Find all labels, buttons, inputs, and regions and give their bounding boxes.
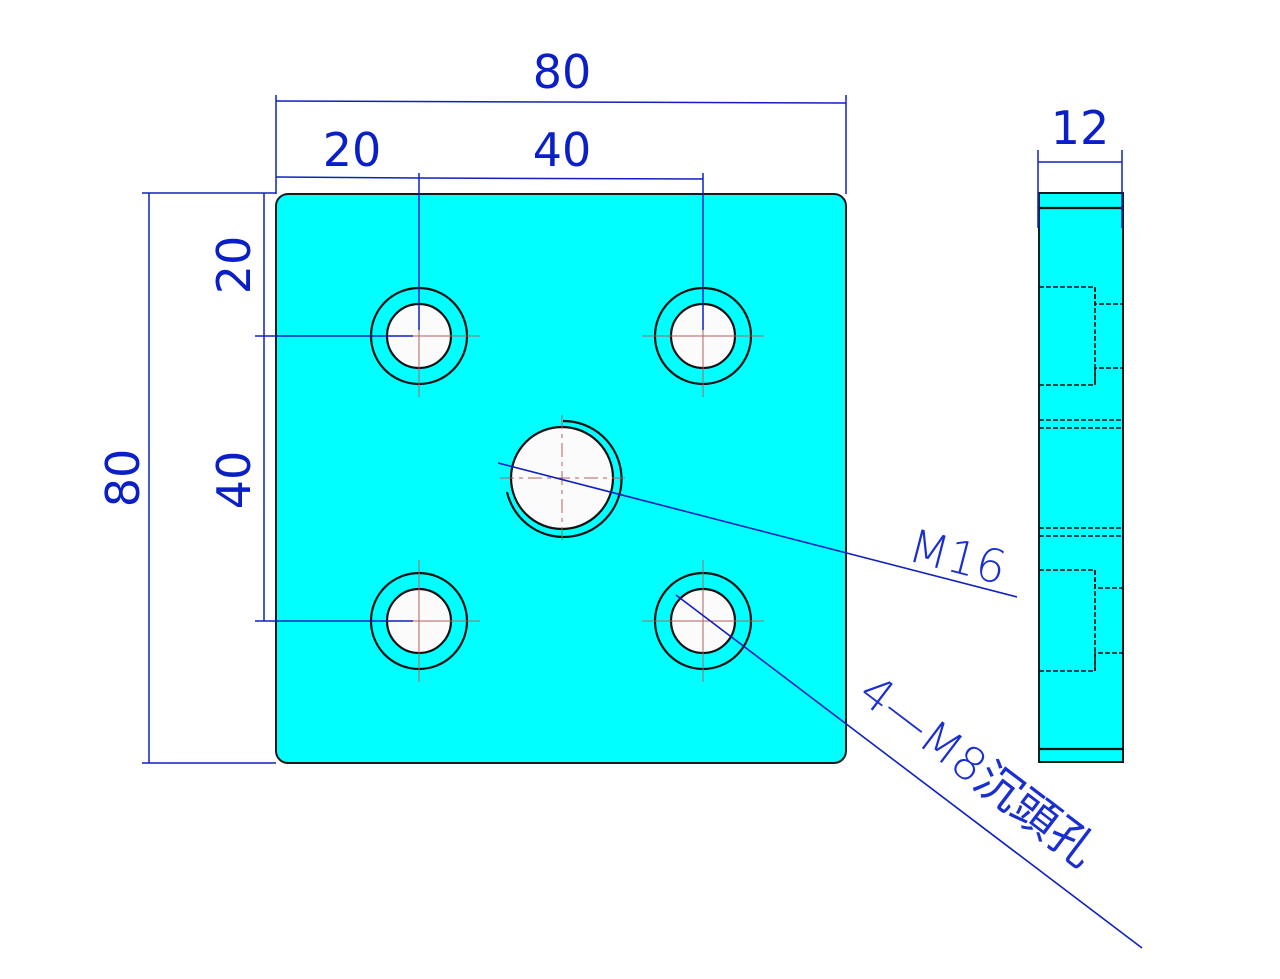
dimension-hole-spacing-x-label: 40 bbox=[533, 123, 592, 177]
side-view-outline bbox=[1038, 192, 1124, 763]
dimension-hole-offset-x: 20 bbox=[275, 123, 420, 330]
dimension-overall-width: 80 bbox=[275, 45, 847, 194]
side-view: 12 bbox=[1037, 101, 1124, 763]
hidden-counterbore-bottom bbox=[1039, 569, 1123, 672]
dimension-overall-height-label: 80 bbox=[96, 449, 150, 508]
dimension-hole-offset-x-label: 20 bbox=[323, 123, 382, 177]
hidden-thread-center bbox=[1039, 419, 1123, 537]
dimension-overall-width-label: 80 bbox=[533, 45, 592, 99]
dimension-hole-offset-y: 20 bbox=[207, 193, 413, 337]
dimension-hole-spacing-y: 40 bbox=[207, 336, 413, 622]
callout-center-thread-label: M16 bbox=[903, 518, 1012, 595]
dimension-hole-offset-y-label: 20 bbox=[207, 236, 261, 295]
dimension-hole-spacing-x: 40 bbox=[418, 123, 704, 330]
threaded-hole-center bbox=[500, 415, 625, 540]
dimension-hole-spacing-y-label: 40 bbox=[207, 451, 261, 510]
hidden-counterbore-top bbox=[1039, 286, 1123, 386]
dimension-thickness: 12 bbox=[1037, 101, 1123, 228]
dimension-thickness-label: 12 bbox=[1051, 101, 1110, 155]
counterbore-hole-bottom-left bbox=[358, 560, 480, 682]
front-view: 80 20 40 80 20 40 bbox=[96, 45, 1143, 949]
dimension-overall-height: 80 bbox=[96, 192, 276, 764]
